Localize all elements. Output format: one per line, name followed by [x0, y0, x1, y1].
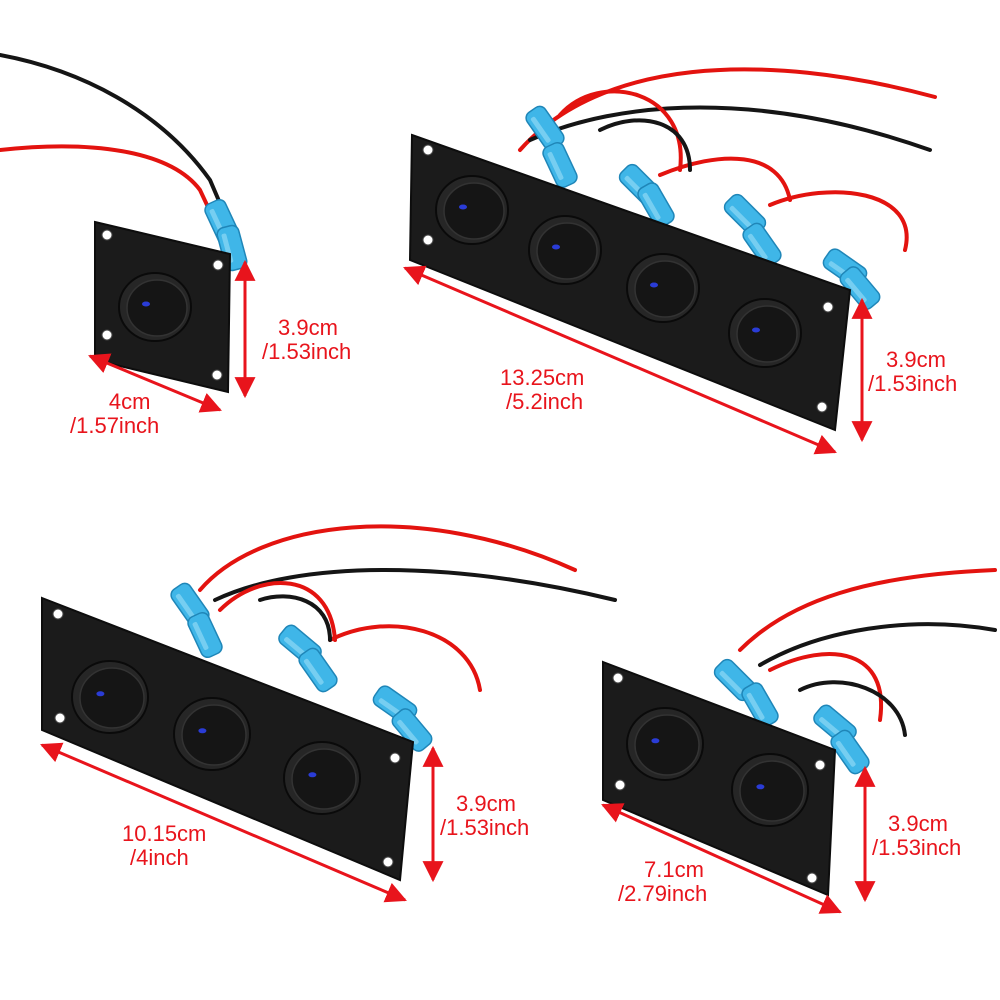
black-wire [258, 594, 332, 642]
black-wire [0, 53, 227, 217]
rocker-switch-icon [634, 714, 700, 776]
mount-hole-icon [422, 144, 434, 156]
rocker-switch-icon [443, 182, 505, 240]
black-wire [528, 105, 932, 152]
panel-3-width-arrow [40, 742, 407, 903]
rocker-switch-icon [126, 279, 188, 337]
panel-3-width-inch: /4inch [130, 845, 189, 870]
panel-2-width-inch: /2.79inch [618, 881, 708, 906]
black-wire [758, 622, 997, 667]
rocker-switch-icon [634, 260, 696, 318]
red-wire [0, 144, 217, 224]
panel-4-switch-product [408, 67, 937, 432]
mount-hole-icon [382, 856, 394, 868]
mount-hole-icon [101, 229, 113, 241]
mount-hole-icon [806, 872, 818, 884]
rocker-switch-icon [79, 667, 145, 729]
wire-connector [298, 647, 338, 693]
black-wire [598, 118, 692, 172]
led-indicator-icon [96, 691, 105, 697]
wire-connector [830, 729, 870, 775]
panel-3-width-cm: 10.15cm [122, 821, 207, 846]
rocker-switch-icon [291, 748, 357, 810]
panel-1-width-label: 4cm /1.57inch [70, 390, 159, 438]
panel-1-height-cm: 3.9cm [278, 315, 338, 340]
led-indicator-icon [752, 327, 760, 333]
red-wire [738, 568, 997, 652]
panel-4-height-label: 3.9cm /1.53inch [868, 348, 957, 396]
panel-4-width-cm: 13.25cm [500, 365, 585, 390]
panel-4-width-label: 13.25cm /5.2inch [500, 366, 584, 414]
led-indicator-icon [198, 728, 207, 734]
wire-connector [741, 682, 779, 728]
mount-hole-icon [822, 301, 834, 313]
panel-4-height-inch: /1.53inch [868, 371, 958, 396]
panel-1-width-inch: /1.57inch [70, 413, 160, 438]
mount-hole-icon [212, 259, 224, 271]
panel-3-height-label: 3.9cm /1.53inch [440, 792, 529, 840]
mount-hole-icon [52, 608, 64, 620]
rocker-switch-icon [181, 704, 247, 766]
panel-2-width-arrow [601, 803, 842, 914]
panel-3-height-inch: /1.53inch [440, 815, 530, 840]
panel-1-width-cm: 4cm [108, 389, 151, 414]
rocker-switch-icon [736, 305, 798, 363]
mount-hole-icon [389, 752, 401, 764]
mount-hole-icon [54, 712, 66, 724]
mount-hole-icon [816, 401, 828, 413]
panel-2-width-label: 7.1cm /2.79inch [618, 858, 707, 906]
wire-connector [542, 141, 578, 189]
led-indicator-icon [756, 784, 765, 790]
panel-4-width-arrow [403, 265, 837, 455]
panel-2-width-cm: 7.1cm [644, 857, 704, 882]
red-wire [198, 524, 577, 592]
panel-1-height-label: 3.9cm /1.53inch [262, 316, 351, 364]
rocker-switch-icon [536, 222, 598, 280]
panel-4-width-inch: /5.2inch [506, 389, 584, 414]
panel-4-height-cm: 3.9cm [886, 347, 946, 372]
panel-1-width-arrow [88, 353, 222, 413]
led-indicator-icon [308, 772, 317, 778]
led-indicator-icon [142, 301, 150, 307]
black-wire [798, 680, 907, 737]
panel-3-height-cm: 3.9cm [456, 791, 516, 816]
red-wire [518, 67, 937, 152]
red-wire [658, 156, 792, 202]
led-indicator-icon [552, 244, 560, 250]
mount-hole-icon [814, 759, 826, 771]
panel-2-height-label: 3.9cm /1.53inch [872, 812, 961, 860]
panel-1-height-inch: /1.53inch [262, 339, 352, 364]
panel-1-switch-product [0, 53, 248, 394]
mount-hole-icon [612, 672, 624, 684]
panel-3-width-label: 10.15cm /4inch [122, 822, 206, 870]
red-wire [768, 190, 909, 252]
wire-connector [525, 105, 565, 151]
red-wire [558, 89, 683, 172]
wire-connector [637, 182, 675, 228]
mount-hole-icon [422, 234, 434, 246]
red-wire [328, 624, 482, 692]
mount-hole-icon [101, 329, 113, 341]
wire-connector [187, 611, 223, 659]
panel-2-height-cm: 3.9cm [888, 811, 948, 836]
mount-hole-icon [614, 779, 626, 791]
mount-hole-icon [211, 369, 223, 381]
red-wire [218, 581, 337, 642]
rocker-switch-icon [739, 760, 805, 822]
black-wire [213, 568, 617, 602]
led-indicator-icon [650, 282, 658, 288]
led-indicator-icon [651, 738, 660, 744]
panel-2-height-inch: /1.53inch [872, 835, 962, 860]
led-indicator-icon [459, 204, 467, 210]
